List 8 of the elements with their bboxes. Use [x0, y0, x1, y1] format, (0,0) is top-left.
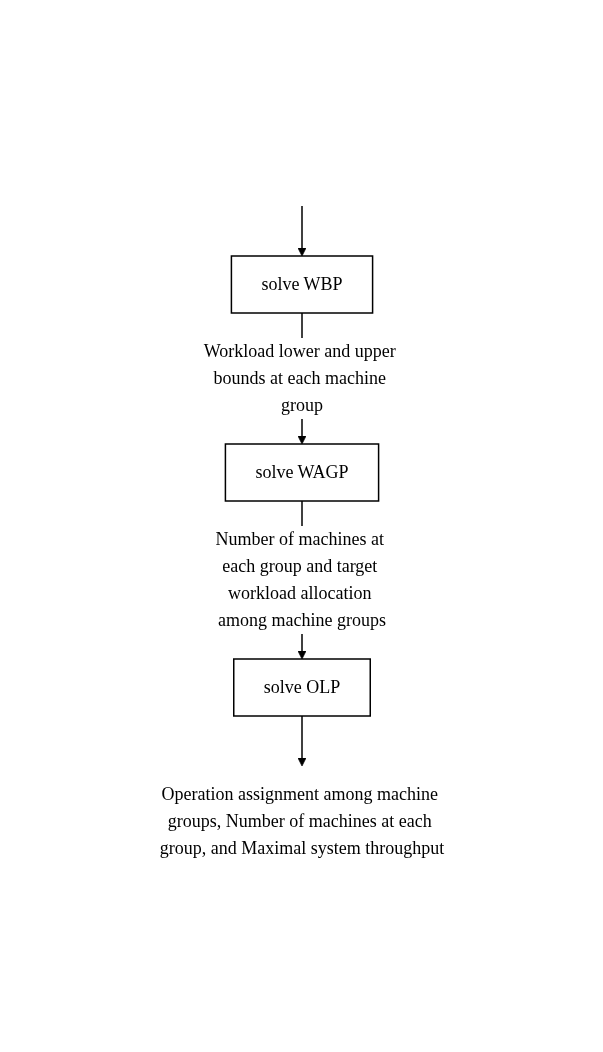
arrow	[297, 204, 306, 256]
edge-label: Number of machines at each group and target workload allocation among machine groups	[215, 528, 386, 630]
node-box: solve WAGP	[224, 442, 379, 502]
edge-label: Workload lower and upper bounds at each machine group	[203, 340, 396, 415]
node-text: Operation assignment among machine groups, Number of machines at each group, and Maximal system throughput	[159, 783, 444, 858]
node-box: solve WBP	[230, 254, 373, 314]
arrow	[297, 714, 306, 766]
node-box: solve OLP	[232, 657, 371, 717]
